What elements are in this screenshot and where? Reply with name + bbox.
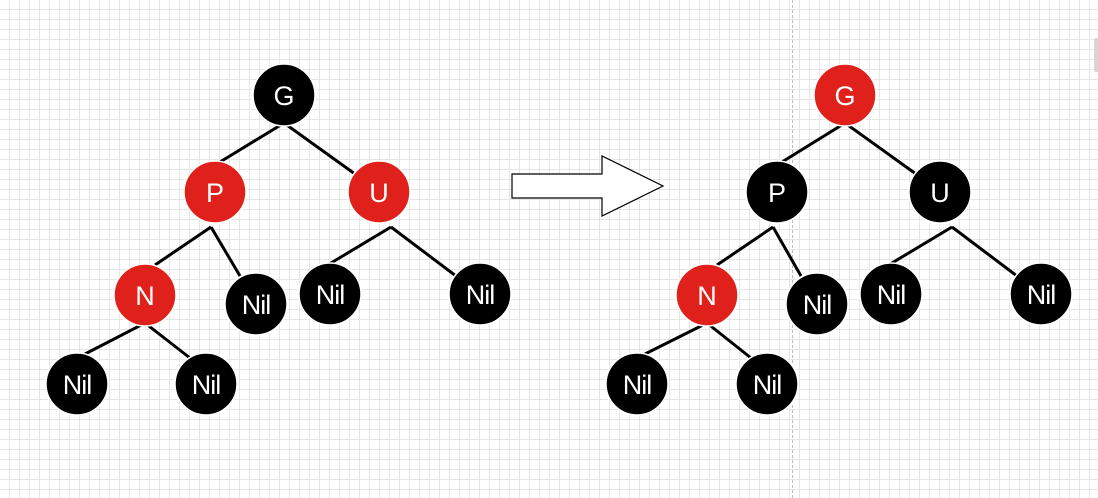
after-node-u-nil-left: Nil [859,262,923,326]
after-node-u-nil-right-circle [1009,262,1073,326]
after-node-n-nil-left-label: Nil [623,370,652,400]
after-edge-g-p [781,121,846,164]
before-node-n-nil-left: Nil [45,352,109,416]
after-node-g-circle [813,63,877,127]
before-node-n-circle [113,263,177,327]
after-node-p: P [745,160,809,224]
before-edge-p-p_nil [209,226,242,277]
after-node-g-label: G [834,81,855,111]
before-node-u-nil-right: Nil [448,262,512,326]
before-node-u-nil-left: Nil [298,262,362,326]
before-node-n-nil-left-label: Nil [63,370,92,400]
page-boundary-line [792,0,793,498]
after-node-n-nil-right-label: Nil [753,370,782,400]
after-node-n: N [675,263,739,327]
before-node-u-nil-right-label: Nil [466,280,495,310]
transform-arrow [511,155,665,217]
before-node-n-label: N [135,281,155,311]
before-node-n-nil-left-circle [45,352,109,416]
before-node-n-nil-right-circle [174,352,238,416]
before-node-p-nil: Nil [224,272,288,336]
after-node-n-nil-left-circle [605,352,669,416]
before-edge-g-p [219,121,285,164]
after-node-u-nil-left-circle [859,262,923,326]
after-edge-p-p_nil [771,226,803,277]
tree-edges [84,121,1018,360]
scroll-handle[interactable] [1094,38,1098,72]
after-node-p-circle [745,160,809,224]
after-edge-n-n_nil_left [644,321,708,356]
after-edge-p-n [716,225,774,267]
after-node-u-nil-right-label: Nil [1027,280,1056,310]
before-node-u-nil-left-label: Nil [316,280,345,310]
after-node-p-label: P [768,178,786,208]
before-edge-g-u [283,121,356,176]
after-edge-n-n_nil_right [706,321,752,360]
before-node-n: N [113,263,177,327]
before-node-u: U [347,160,411,224]
after-node-u-circle [908,160,972,224]
before-edge-u-u_nil_left [325,225,392,268]
after-node-n-circle [675,263,739,327]
before-edge-n-n_nil_left [84,321,146,356]
after-node-p-nil-label: Nil [803,290,832,320]
after-node-p-nil-circle [785,272,849,336]
after-node-u: U [908,160,972,224]
before-node-u-label: U [369,178,389,208]
after-node-n-nil-right: Nil [735,352,799,416]
before-node-u-nil-right-circle [448,262,512,326]
before-node-g-label: G [273,81,294,111]
before-node-p-label: P [206,178,224,208]
before-edge-p-n [154,225,212,267]
before-node-n-nil-right-label: Nil [192,370,221,400]
after-edge-u-u_nil_right [951,225,1018,278]
before-node-p-nil-label: Nil [242,290,271,320]
after-node-n-nil-right-circle [735,352,799,416]
after-node-n-nil-left: Nil [605,352,669,416]
before-node-p: P [183,160,247,224]
after-node-p-nil: Nil [785,272,849,336]
after-node-u-label: U [930,178,950,208]
before-node-g-circle [252,63,316,127]
before-node-g: G [252,63,316,127]
after-edge-u-u_nil_left [886,225,953,268]
before-node-p-nil-circle [224,272,288,336]
after-node-n-label: N [697,281,717,311]
after-node-u-nil-left-label: Nil [877,280,906,310]
before-edge-u-u_nil_right [390,225,457,278]
before-node-p-circle [183,160,247,224]
before-edge-n-n_nil_right [144,321,191,360]
after-node-u-nil-right: Nil [1009,262,1073,326]
before-node-u-nil-left-circle [298,262,362,326]
after-node-g: G [813,63,877,127]
before-node-n-nil-right: Nil [174,352,238,416]
before-node-u-circle [347,160,411,224]
after-edge-g-u [844,121,917,176]
